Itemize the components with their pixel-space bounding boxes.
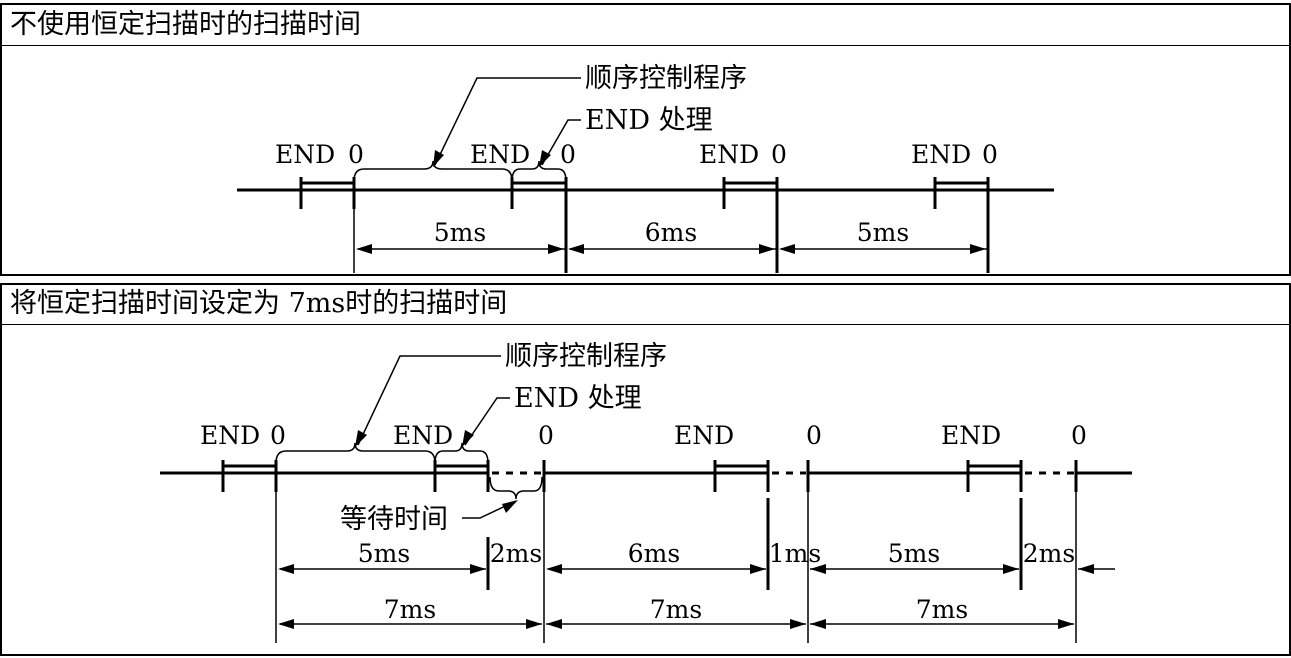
end-label: END [941,421,1001,450]
arrowhead [759,244,775,254]
duration-label: 2ms [1023,539,1075,568]
arrowhead [1078,564,1094,574]
sequence-program-label: 顺序控制程序 [505,341,667,372]
duration-label: 5ms [888,539,940,568]
arrowhead [790,619,806,629]
sequence-brace [275,442,436,464]
arrowhead [355,430,367,447]
sequence-program-label: 顺序控制程序 [585,63,747,94]
zero-label: 0 [270,421,286,450]
zero-label: 0 [538,421,554,450]
arrowhead [526,619,542,629]
arrowhead [433,150,444,167]
arrowhead [546,564,562,574]
sequence-brace [353,160,513,182]
duration-label: 5ms [434,218,486,247]
zero-label: 0 [771,140,787,169]
arrowhead [462,430,474,447]
wait-time-label: 等待时间 [340,504,448,535]
zero-label: 0 [806,421,822,450]
end-label: END [470,140,530,169]
arrowhead [356,244,372,254]
arrowhead [548,244,564,254]
end-label: END [911,140,971,169]
arrowhead [970,244,986,254]
arrowhead [810,564,826,574]
wait-brace [489,476,543,500]
end-label: END [699,140,759,169]
end-label: END [393,421,453,450]
arrowhead [1058,619,1074,629]
constant-scan-timeline-diagram: 顺序控制程序 END 处理 等待时间 END 0 END 0 END 0 END… [160,341,1132,643]
duration-label: 2ms [490,539,542,568]
arrowhead [539,150,551,167]
end-leader [464,397,510,446]
end-brace [434,442,489,464]
end-label: END [200,421,260,450]
sequence-leader [357,355,501,446]
scan-timeline-diagram: 顺序控制程序 END 处理 END 0 END 0 END 0 END 0 5m… [237,63,1054,273]
arrowhead [470,564,486,574]
zero-label: 0 [348,140,364,169]
end-processing-label: END 处理 [585,105,713,136]
arrowhead [278,564,294,574]
zero-label: 0 [982,140,998,169]
arrowhead [502,500,518,513]
constant-scan-label: 7ms [916,595,968,624]
duration-label: 1ms [769,539,821,568]
end-brace [511,160,567,182]
constant-scan-label: 7ms [384,595,436,624]
sequence-leader [434,77,581,166]
arrowhead [779,244,795,254]
zero-label: 0 [560,140,576,169]
end-label: END [275,140,335,169]
duration-label: 5ms [358,539,410,568]
arrowhead [810,619,826,629]
arrowhead [278,619,294,629]
arrowhead [1003,564,1019,574]
end-processing-label: END 处理 [514,383,642,414]
constant-scan-label: 7ms [650,595,702,624]
duration-label: 6ms [628,539,680,568]
panel-title: 将恒定扫描时间设定为 7ms时的扫描时间 [2,285,1289,325]
zero-label: 0 [1071,421,1087,450]
duration-label: 6ms [645,218,697,247]
arrowhead [750,564,766,574]
arrowhead [546,619,562,629]
panel-constant-scan-7ms: 将恒定扫描时间设定为 7ms时的扫描时间 [0,283,1291,656]
duration-label: 5ms [857,218,909,247]
panel-no-constant-scan: 不使用恒定扫描时的扫描时间 [0,3,1291,276]
end-leader [541,119,581,166]
end-label: END [674,421,734,450]
panel-title: 不使用恒定扫描时的扫描时间 [2,5,1289,46]
arrowhead [568,244,584,254]
